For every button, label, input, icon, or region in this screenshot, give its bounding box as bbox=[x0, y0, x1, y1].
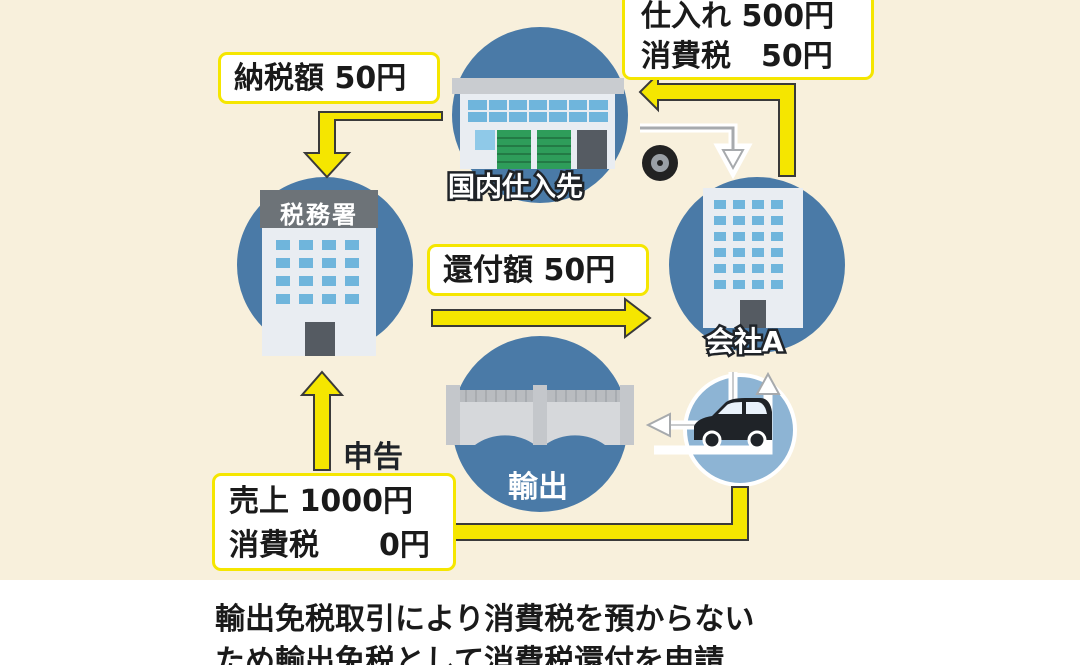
tax-payment-arrow bbox=[302, 111, 443, 179]
refund-box: 還付額 50円 bbox=[427, 244, 649, 296]
bridge-icon bbox=[446, 385, 634, 445]
refund-text: 還付額 50円 bbox=[443, 253, 616, 288]
tax-paid-text: 納税額 50円 bbox=[234, 61, 407, 96]
supplier-label: 国内仕入先 bbox=[446, 170, 586, 206]
payment-to-supplier-arrow bbox=[638, 71, 796, 177]
diagram-graphics bbox=[237, 27, 845, 541]
tax-paid-box: 納税額 50円 bbox=[218, 52, 440, 104]
sales-tax-text: 消費税 0円 bbox=[229, 528, 430, 563]
tax-office-sign: 税務署 bbox=[280, 201, 358, 229]
car-icon bbox=[694, 398, 772, 450]
tax-office-building-icon bbox=[260, 190, 378, 356]
export-label: 輸出 bbox=[508, 470, 568, 505]
purchase-tax-text: 消費税 50円 bbox=[641, 39, 833, 74]
company-building-icon bbox=[703, 188, 803, 328]
declare-label: 申告 bbox=[343, 440, 403, 475]
declare-arrow bbox=[299, 370, 345, 471]
warehouse-icon bbox=[452, 78, 624, 169]
purchase-box: 仕入れ 500円 消費税 50円 bbox=[622, 0, 874, 80]
refund-arrow bbox=[431, 296, 652, 340]
purchase-amount-text: 仕入れ 500円 bbox=[641, 0, 835, 34]
sales-amount-text: 売上 1000円 bbox=[229, 484, 413, 519]
caption-line-1: 輸出免税取引により消費税を預からない bbox=[215, 602, 755, 637]
goods-in-arrow bbox=[640, 123, 753, 180]
sales-box: 売上 1000円 消費税 0円 bbox=[212, 473, 456, 571]
caption-line-2: ため輸出免税として消費税還付を申請 bbox=[215, 644, 725, 665]
tire-icon bbox=[642, 145, 678, 181]
company-label: 会社A bbox=[704, 323, 787, 361]
